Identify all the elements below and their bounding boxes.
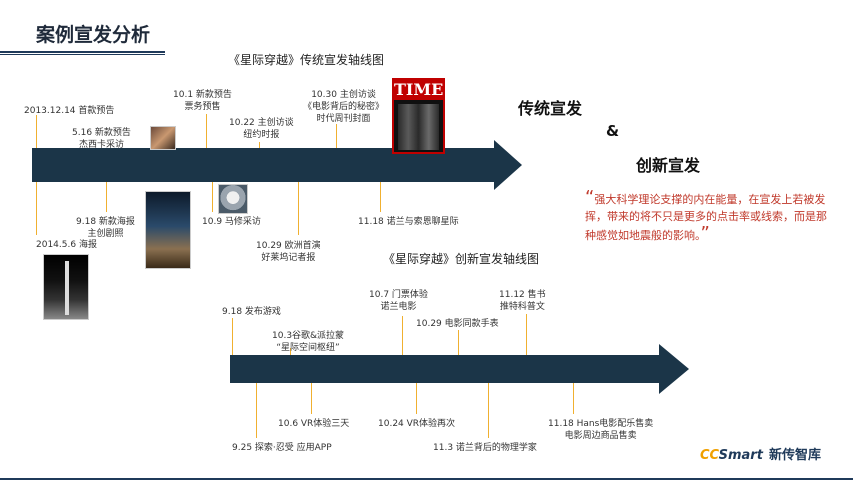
time-logo: TIME (394, 80, 444, 100)
connector (232, 318, 233, 355)
traditional-timeline-title: 《星际穿越》传统宣发轴线图 (228, 53, 385, 67)
event-label: 10.30 主创访谈 《电影背后的秘密》 时代周刊封面 (303, 90, 385, 124)
title-underline-thin (0, 54, 165, 55)
event-label: 5.16 新款预告 杰西卡采访 (72, 128, 131, 150)
connector (36, 182, 37, 235)
connector (36, 115, 37, 148)
astronaut-photo (218, 184, 248, 214)
rocket-poster-image (43, 254, 89, 320)
ampersand: & (606, 122, 620, 140)
quote-close: ” (700, 223, 710, 244)
event-label: 10.3谷歌&派拉蒙 “星际空间枢纽” (272, 331, 345, 353)
event-label: 9.18 发布游戏 (222, 307, 281, 317)
connector (206, 114, 207, 148)
connector (526, 314, 527, 355)
event-label: 11.12 售书 推特科普文 (499, 290, 546, 312)
connector (212, 182, 213, 212)
quote-open: “ (585, 187, 595, 208)
bottom-divider (0, 478, 853, 480)
event-label: 11.18 Hans电影配乐售卖 电影周边商品售卖 (548, 419, 654, 441)
quote-body: 强大科学理论支撑的内在能量，在宣发上若被发挥，带来的将不只是更多的点击率或线索，… (585, 193, 827, 242)
connector (259, 142, 260, 148)
heading-innovative: 创新宣发 (636, 156, 701, 175)
event-label: 10.9 马修采访 (202, 217, 261, 227)
quote-text: “强大科学理论支撑的内在能量，在宣发上若被发挥，带来的将不只是更多的点击率或线索… (585, 189, 835, 244)
heading-traditional: 传统宣发 (518, 99, 583, 118)
connector (106, 182, 107, 212)
connector (458, 330, 459, 355)
innovative-arrow-head (659, 344, 689, 394)
event-label: 10.1 新款预告 票务预售 (173, 90, 232, 112)
event-label: 9.18 新款海报 主创剧照 (76, 217, 135, 239)
innovative-arrow-body (230, 355, 660, 383)
event-label: 11.18 诺兰与索恩聊星际 (358, 217, 459, 227)
time-magazine-cover: TIME (392, 78, 445, 154)
connector (290, 348, 291, 355)
connector (573, 383, 574, 414)
connector (416, 383, 417, 414)
connector (336, 124, 337, 148)
traditional-arrow-head (494, 140, 522, 190)
title-underline (0, 51, 165, 53)
event-label: 10.29 电影同款手表 (416, 319, 499, 329)
connector (402, 316, 403, 355)
page-title: 案例宣发分析 (36, 24, 151, 46)
poster-image (145, 191, 191, 269)
event-label: 9.25 探索·忍受 应用APP (232, 443, 332, 453)
innovative-timeline-title: 《星际穿越》创新宣发轴线图 (383, 252, 540, 266)
event-label: 10.6 VR体验三天 (278, 419, 350, 429)
event-label: 2014.5.6 海报 (36, 240, 97, 250)
event-label: 11.3 诺兰背后的物理学家 (433, 443, 537, 453)
event-label: 10.22 主创访谈 纽约时报 (229, 118, 294, 140)
event-label: 10.7 门票体验 诺兰电影 (369, 290, 428, 312)
connector (380, 182, 381, 212)
connector (488, 383, 489, 438)
event-label: 2013.12.14 首款预告 (24, 106, 115, 116)
connector (256, 383, 257, 438)
connector (311, 383, 312, 414)
event-label: 10.24 VR体验再次 (378, 419, 456, 429)
event-label: 10.29 欧洲首演 好莱坞记者报 (256, 241, 321, 263)
jessica-photo (150, 126, 176, 150)
connector (298, 182, 299, 235)
